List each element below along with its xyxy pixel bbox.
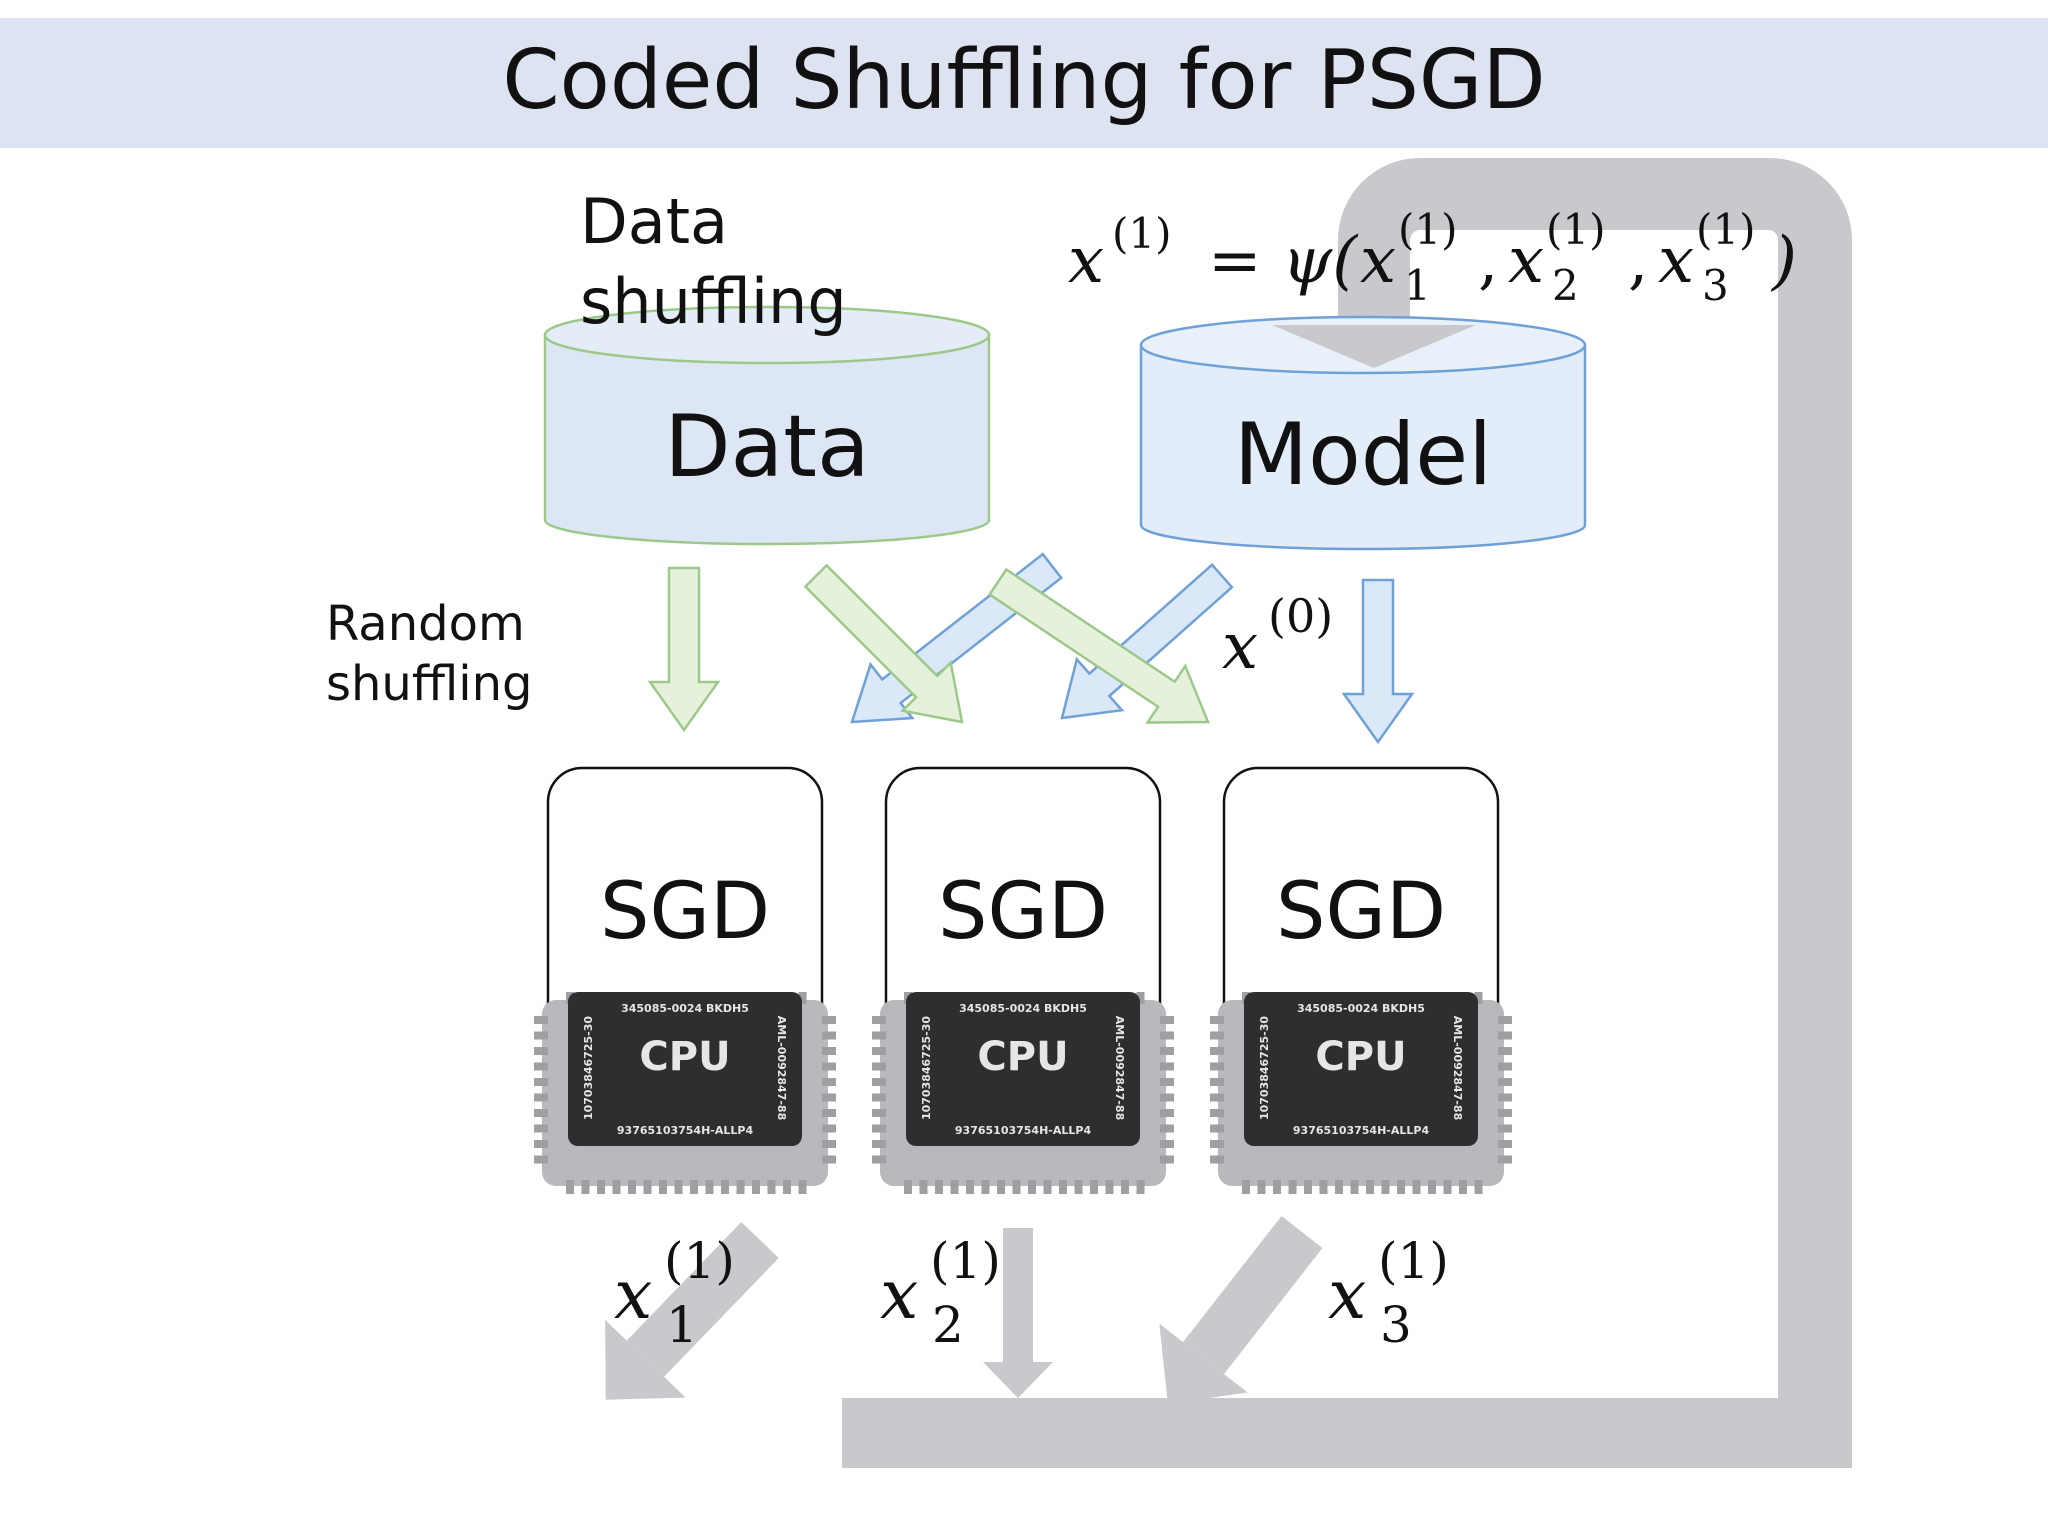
model-cylinder-label: Model [1234,405,1492,505]
chip-top-code: 345085-0024 BKDH5 [621,1002,749,1015]
svg-text:=: = [1208,224,1262,298]
svg-text:,: , [1478,224,1498,298]
green-arrow-data-to-worker3 [987,567,1210,724]
chip-bottom-code: 93765103754H-ALLP4 [617,1124,754,1137]
random-shuffling-label-line2: shuffling [326,656,532,712]
output-label-1: x(1) 1 [614,1232,735,1354]
chip-left-code: 10703846725-30 [1258,1016,1271,1120]
svg-text:x: x [1328,1256,1366,1335]
cpu-label: CPU [1315,1034,1406,1080]
chip-left-code: 10703846725-30 [920,1016,933,1120]
green-arrow-data-to-worker2 [803,563,964,724]
green-arrow-data-to-worker1 [647,566,721,733]
data-cylinder: Data [543,305,991,546]
chip-bottom-code: 93765103754H-ALLP4 [1293,1124,1430,1137]
output-label-3: x(1) 3 [1328,1232,1449,1354]
svg-text:2: 2 [1552,261,1579,310]
svg-text:1: 1 [1404,261,1431,310]
svg-text:x: x [1222,610,1258,684]
output-arrows [605,1215,1323,1404]
sgd-label: SGD [938,867,1108,957]
sgd-label: SGD [600,867,770,957]
sgd-label: SGD [1276,867,1446,957]
svg-text:(1): (1) [1112,209,1172,258]
svg-text:(1): (1) [1546,205,1606,254]
output-arrow-2 [983,1228,1053,1398]
blue-arrow-model-to-worker2 [1060,563,1234,720]
output-label-2: x(1) 2 [880,1232,1001,1354]
chip-right-code: AML-0092847-88 [1451,1016,1464,1120]
svg-text:): ) [1770,224,1797,298]
random-shuffling-label-line1: Random [326,596,525,652]
page-title: Coded Shuffling for PSGD [502,33,1545,128]
svg-text:x: x [1068,224,1104,298]
svg-text:(1): (1) [1398,205,1458,254]
chip-right-code: AML-0092847-88 [775,1016,788,1120]
cpu-label: CPU [639,1034,730,1080]
initial-model-label: x (0) [1222,589,1333,684]
data-shuffling-label-line1: Data [580,185,728,258]
chip-right-code: AML-0092847-88 [1113,1016,1126,1120]
svg-text:(0): (0) [1268,589,1333,643]
data-shuffling-label-line2: shuffling [580,265,847,338]
svg-text:(1): (1) [930,1232,1001,1290]
svg-text:3: 3 [1702,261,1729,310]
chip-bottom-code: 93765103754H-ALLP4 [955,1124,1092,1137]
chip-top-code: 345085-0024 BKDH5 [1297,1002,1425,1015]
svg-text:x: x [880,1256,918,1335]
chip-top-code: 345085-0024 BKDH5 [959,1002,1087,1015]
chip-left-code: 10703846725-30 [582,1016,595,1120]
svg-text:(1): (1) [1696,205,1756,254]
svg-text:2: 2 [932,1296,964,1354]
svg-text:(1): (1) [1378,1232,1449,1290]
svg-text:(1): (1) [664,1232,735,1290]
cpu-label: CPU [977,1034,1068,1080]
svg-text:x: x [614,1256,652,1335]
svg-text:x: x [1658,224,1694,298]
svg-text:x: x [1508,224,1544,298]
svg-text:,: , [1628,224,1648,298]
svg-text:x: x [1360,224,1396,298]
svg-text:1: 1 [666,1296,698,1354]
arrows-layer [647,552,1415,745]
title-bar [0,18,2048,148]
svg-text:3: 3 [1380,1296,1412,1354]
model-update-formula: x (1) = ψ( x (1) 1 , x (1) 2 , x (1) 3 ) [1068,205,1797,310]
model-cylinder: Model [1139,315,1587,551]
svg-text:ψ(: ψ( [1282,224,1359,298]
blue-arrow-model-to-worker3 [1341,578,1415,745]
data-cylinder-label: Data [664,397,869,497]
